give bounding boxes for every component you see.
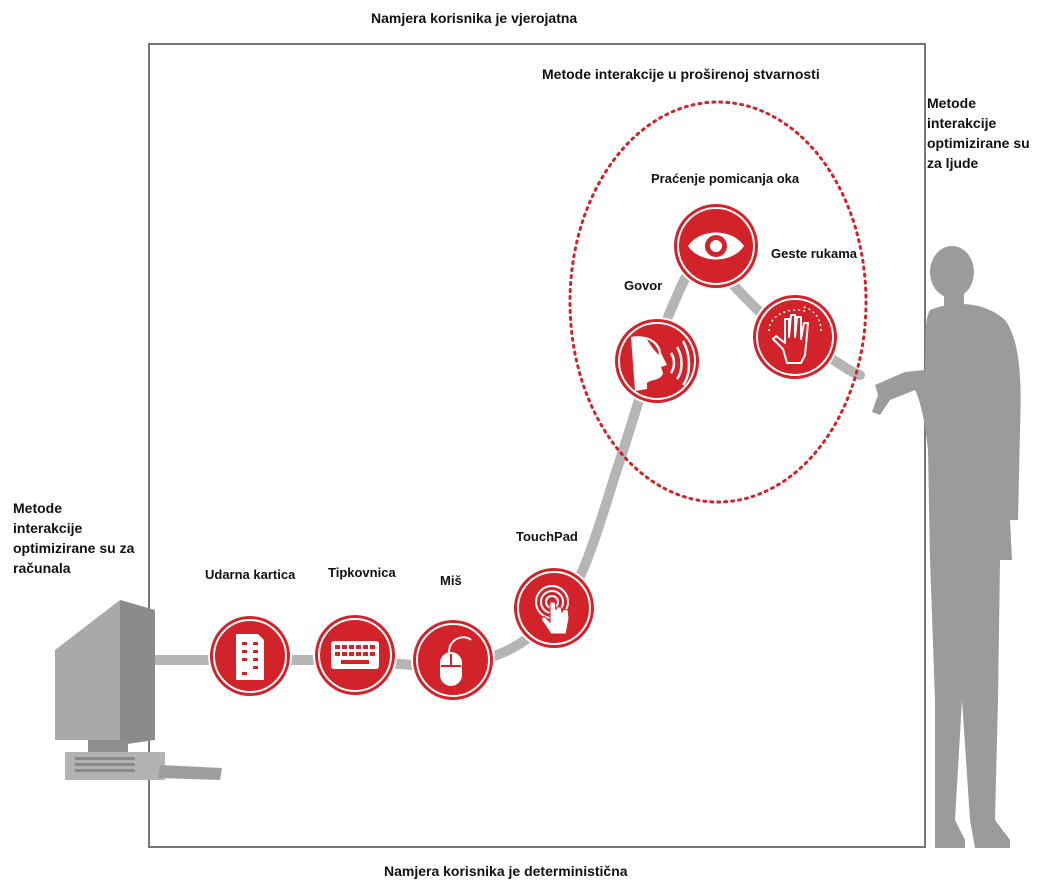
right-side-line: interakcije xyxy=(927,115,997,131)
method-label-mouse: Miš xyxy=(440,573,462,588)
ar-zone-ellipse xyxy=(568,100,868,504)
speech-circle xyxy=(613,317,701,405)
left-side-caption: Metode interakcije optimizirane su za ra… xyxy=(13,498,163,578)
left-side-line: Metode xyxy=(13,500,62,516)
evolution-path xyxy=(145,241,865,671)
method-label-punch-card: Udarna kartica xyxy=(205,567,296,582)
left-side-line: optimizirane su za xyxy=(13,540,135,556)
left-side-line: interakcije xyxy=(13,520,83,536)
eye-circle xyxy=(672,202,760,290)
right-side-caption: Metode interakcije optimizirane su za lj… xyxy=(927,93,1039,173)
punch-card-icon xyxy=(236,634,264,680)
touchpad-icon xyxy=(535,585,570,635)
hand-gesture-circle xyxy=(751,293,839,381)
mouse-icon xyxy=(440,636,472,686)
hand-gesture-icon xyxy=(768,306,822,364)
right-side-line: optimizirane su xyxy=(927,135,1030,151)
method-label-eye-tracking: Praćenje pomicanja oka xyxy=(651,171,800,186)
top-label: Namjera korisnika je vjerojatna xyxy=(371,10,578,26)
touchpad-circle xyxy=(512,566,596,650)
left-side-line: računala xyxy=(13,560,71,576)
punch-card-circle xyxy=(208,614,292,698)
method-label-keyboard: Tipkovnica xyxy=(328,565,396,580)
bottom-label: Namjera korisnika je deterministična xyxy=(384,863,628,879)
method-label-touchpad: TouchPad xyxy=(516,529,578,544)
person-silhouette xyxy=(872,246,1021,848)
speech-icon xyxy=(631,336,691,391)
keyboard-circle xyxy=(313,613,397,697)
eye-icon xyxy=(688,232,744,260)
mouse-circle xyxy=(411,618,495,702)
keyboard-icon xyxy=(331,641,379,669)
right-side-line: za ljude xyxy=(927,155,979,171)
right-side-line: Metode xyxy=(927,95,976,111)
computer-illustration xyxy=(55,600,222,780)
method-label-hand-gestures: Geste rukama xyxy=(771,246,857,261)
diagram-frame xyxy=(148,43,926,848)
method-label-speech: Govor xyxy=(624,278,663,293)
ar-heading: Metode interakcije u proširenoj stvarnos… xyxy=(542,66,820,82)
